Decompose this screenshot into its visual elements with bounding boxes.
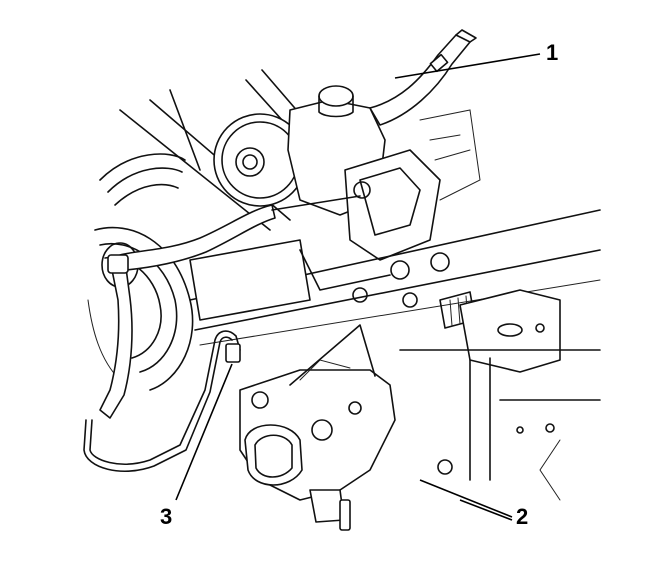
pressure-line bbox=[83, 330, 241, 473]
callout-1: 1 bbox=[546, 40, 559, 65]
frame-bracket bbox=[399, 289, 601, 501]
callout-3: 3 bbox=[160, 504, 173, 529]
steering-gear bbox=[239, 324, 396, 531]
crank-pulley bbox=[87, 153, 194, 391]
engine-block bbox=[189, 209, 601, 346]
reservoir-hose bbox=[369, 29, 477, 126]
callout-leaders bbox=[175, 53, 541, 521]
pump-body bbox=[344, 109, 481, 261]
callout-2: 2 bbox=[516, 504, 529, 529]
return-hose bbox=[99, 195, 361, 419]
